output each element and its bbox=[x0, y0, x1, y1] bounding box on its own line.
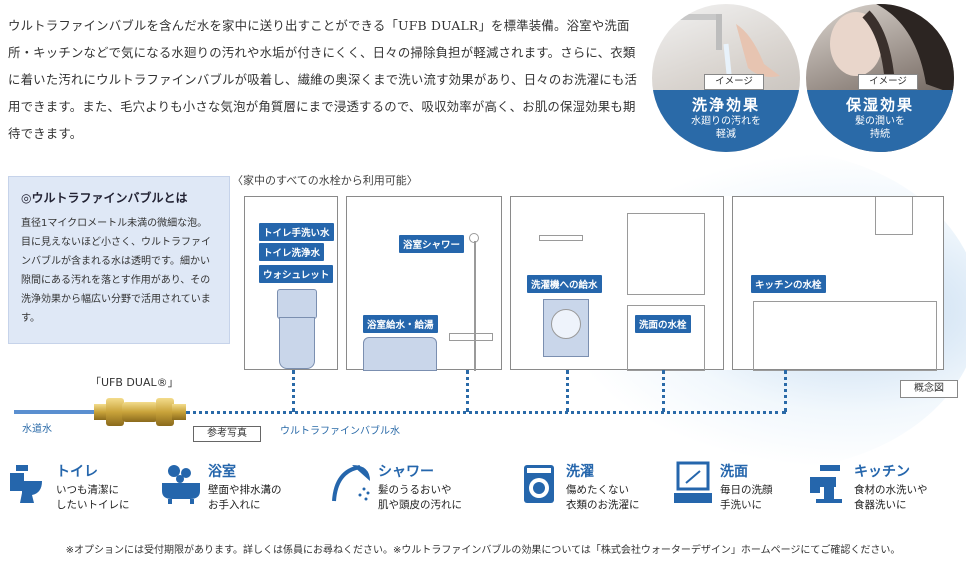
wall-partition bbox=[723, 196, 733, 370]
footnote: ※オプションには受付期限があります。詳しくは係員にお尋ねください。※ウルトラファ… bbox=[65, 545, 901, 556]
washer-door bbox=[551, 309, 581, 339]
feature-desc: 壁面や排水溝のお手入れに bbox=[208, 484, 282, 511]
house-scene: トイレ手洗い水 トイレ洗浄水 ウォシュレット 浴室給水・給湯 浴室シャワー 洗濯… bbox=[244, 196, 944, 371]
vanity-unit bbox=[627, 305, 705, 371]
circle-sub-1: 髪の潤いを bbox=[855, 116, 905, 127]
definition-body: 直径1マイクロメートル未満の微細な泡。目に見えないほど小さく、ウルトラファインバ… bbox=[21, 218, 211, 324]
device-name: 「UFB DUAL®」 bbox=[90, 376, 179, 389]
image-note-tag: イメージ bbox=[704, 74, 764, 90]
circle-band: 洗浄効果 水廻りの汚れを 軽減 bbox=[652, 90, 800, 152]
ufb-device-image bbox=[94, 398, 186, 426]
feature-desc: 髪のうるおいや肌や頭皮の汚れに bbox=[378, 484, 462, 511]
shower-head bbox=[469, 233, 479, 243]
circle-sub-2: 持続 bbox=[870, 129, 890, 140]
cleaning-effect-circle: イメージ 洗浄効果 水廻りの汚れを 軽減 bbox=[652, 4, 800, 152]
definition-title: ◎ウルトラファインバブルとは bbox=[21, 191, 188, 205]
range-hood bbox=[875, 197, 913, 235]
feature-desc: 食材の水洗いや食器洗いに bbox=[854, 484, 928, 511]
tag-kitchen-faucet: キッチンの水栓 bbox=[751, 275, 826, 293]
tag-toilet-flush: トイレ洗浄水 bbox=[259, 243, 325, 261]
ufb-water-line bbox=[186, 411, 786, 414]
faucet-icon bbox=[810, 465, 842, 503]
wall-partition bbox=[337, 196, 347, 370]
washing-machine-icon bbox=[524, 465, 554, 503]
laundry-shelf bbox=[539, 235, 583, 241]
feature-desc: いつも清潔にしたいトイレに bbox=[56, 484, 130, 511]
tap-water-pipe bbox=[14, 410, 98, 414]
feature-title: 洗濯 bbox=[566, 464, 594, 480]
bathtub bbox=[363, 337, 437, 371]
ufb-definition-box: ◎ウルトラファインバブルとは 直径1マイクロメートル未満の微細な泡。目に見えない… bbox=[8, 176, 230, 344]
image-note-tag: イメージ bbox=[858, 74, 918, 90]
reference-photo-label: 参考写真 bbox=[193, 426, 261, 442]
bathtub-icon bbox=[162, 465, 200, 504]
feature-title: キッチン bbox=[854, 464, 910, 480]
circle-title: 保湿効果 bbox=[845, 96, 914, 114]
concept-diagram-label: 概念図 bbox=[900, 380, 958, 398]
feature-title: シャワー bbox=[378, 464, 434, 480]
ufb-water-label: ウルトラファインバブル水 bbox=[280, 426, 400, 437]
intro-paragraph: ウルトラファインバブルを含んだ水を家中に送り出すことができる「UFB DUALR… bbox=[8, 18, 638, 141]
supply-line-washer bbox=[566, 370, 569, 412]
circle-sub-2: 軽減 bbox=[716, 129, 736, 140]
circle-sub-1: 水廻りの汚れを bbox=[691, 116, 761, 127]
scene-heading: 〈家中のすべての水栓から利用可能〉 bbox=[232, 174, 418, 187]
wall-partition bbox=[501, 196, 511, 370]
toilet-icon bbox=[10, 465, 42, 503]
tag-washer-supply: 洗濯機への給水 bbox=[527, 275, 602, 293]
tag-shower: 浴室シャワー bbox=[399, 235, 465, 253]
toilet-tank bbox=[277, 289, 317, 319]
supply-line-basin bbox=[662, 370, 665, 412]
kitchen-counter bbox=[753, 301, 937, 371]
tag-basin-faucet: 洗面の水栓 bbox=[635, 315, 691, 333]
tag-bath-supply: 浴室給水・給湯 bbox=[363, 315, 438, 333]
tap-water-label: 水道水 bbox=[22, 424, 52, 435]
toilet-bowl bbox=[279, 317, 315, 369]
mirror-cabinet bbox=[627, 213, 705, 295]
supply-line-bath bbox=[466, 370, 469, 412]
mirror-basin-icon bbox=[674, 461, 712, 503]
feature-title: トイレ bbox=[56, 464, 98, 480]
feature-title: 浴室 bbox=[208, 464, 236, 480]
circle-band: 保湿効果 髪の潤いを 持続 bbox=[806, 90, 954, 152]
tag-toilet-handwash: トイレ手洗い水 bbox=[259, 223, 334, 241]
feature-desc: 傷めたくない衣類のお洗濯に bbox=[566, 484, 640, 511]
tag-washlet: ウォシュレット bbox=[259, 265, 334, 283]
shower-icon bbox=[332, 465, 370, 502]
circle-title: 洗浄効果 bbox=[691, 96, 760, 114]
feature-desc: 毎日の洗顔手洗いに bbox=[720, 484, 773, 511]
supply-line-kitchen bbox=[784, 370, 787, 412]
feature-title: 洗面 bbox=[720, 464, 748, 480]
supply-line-toilet bbox=[292, 370, 295, 412]
moisture-effect-circle: イメージ 保湿効果 髪の潤いを 持続 bbox=[806, 4, 954, 152]
shower-faucet bbox=[449, 333, 493, 341]
shower-pole bbox=[474, 241, 476, 371]
